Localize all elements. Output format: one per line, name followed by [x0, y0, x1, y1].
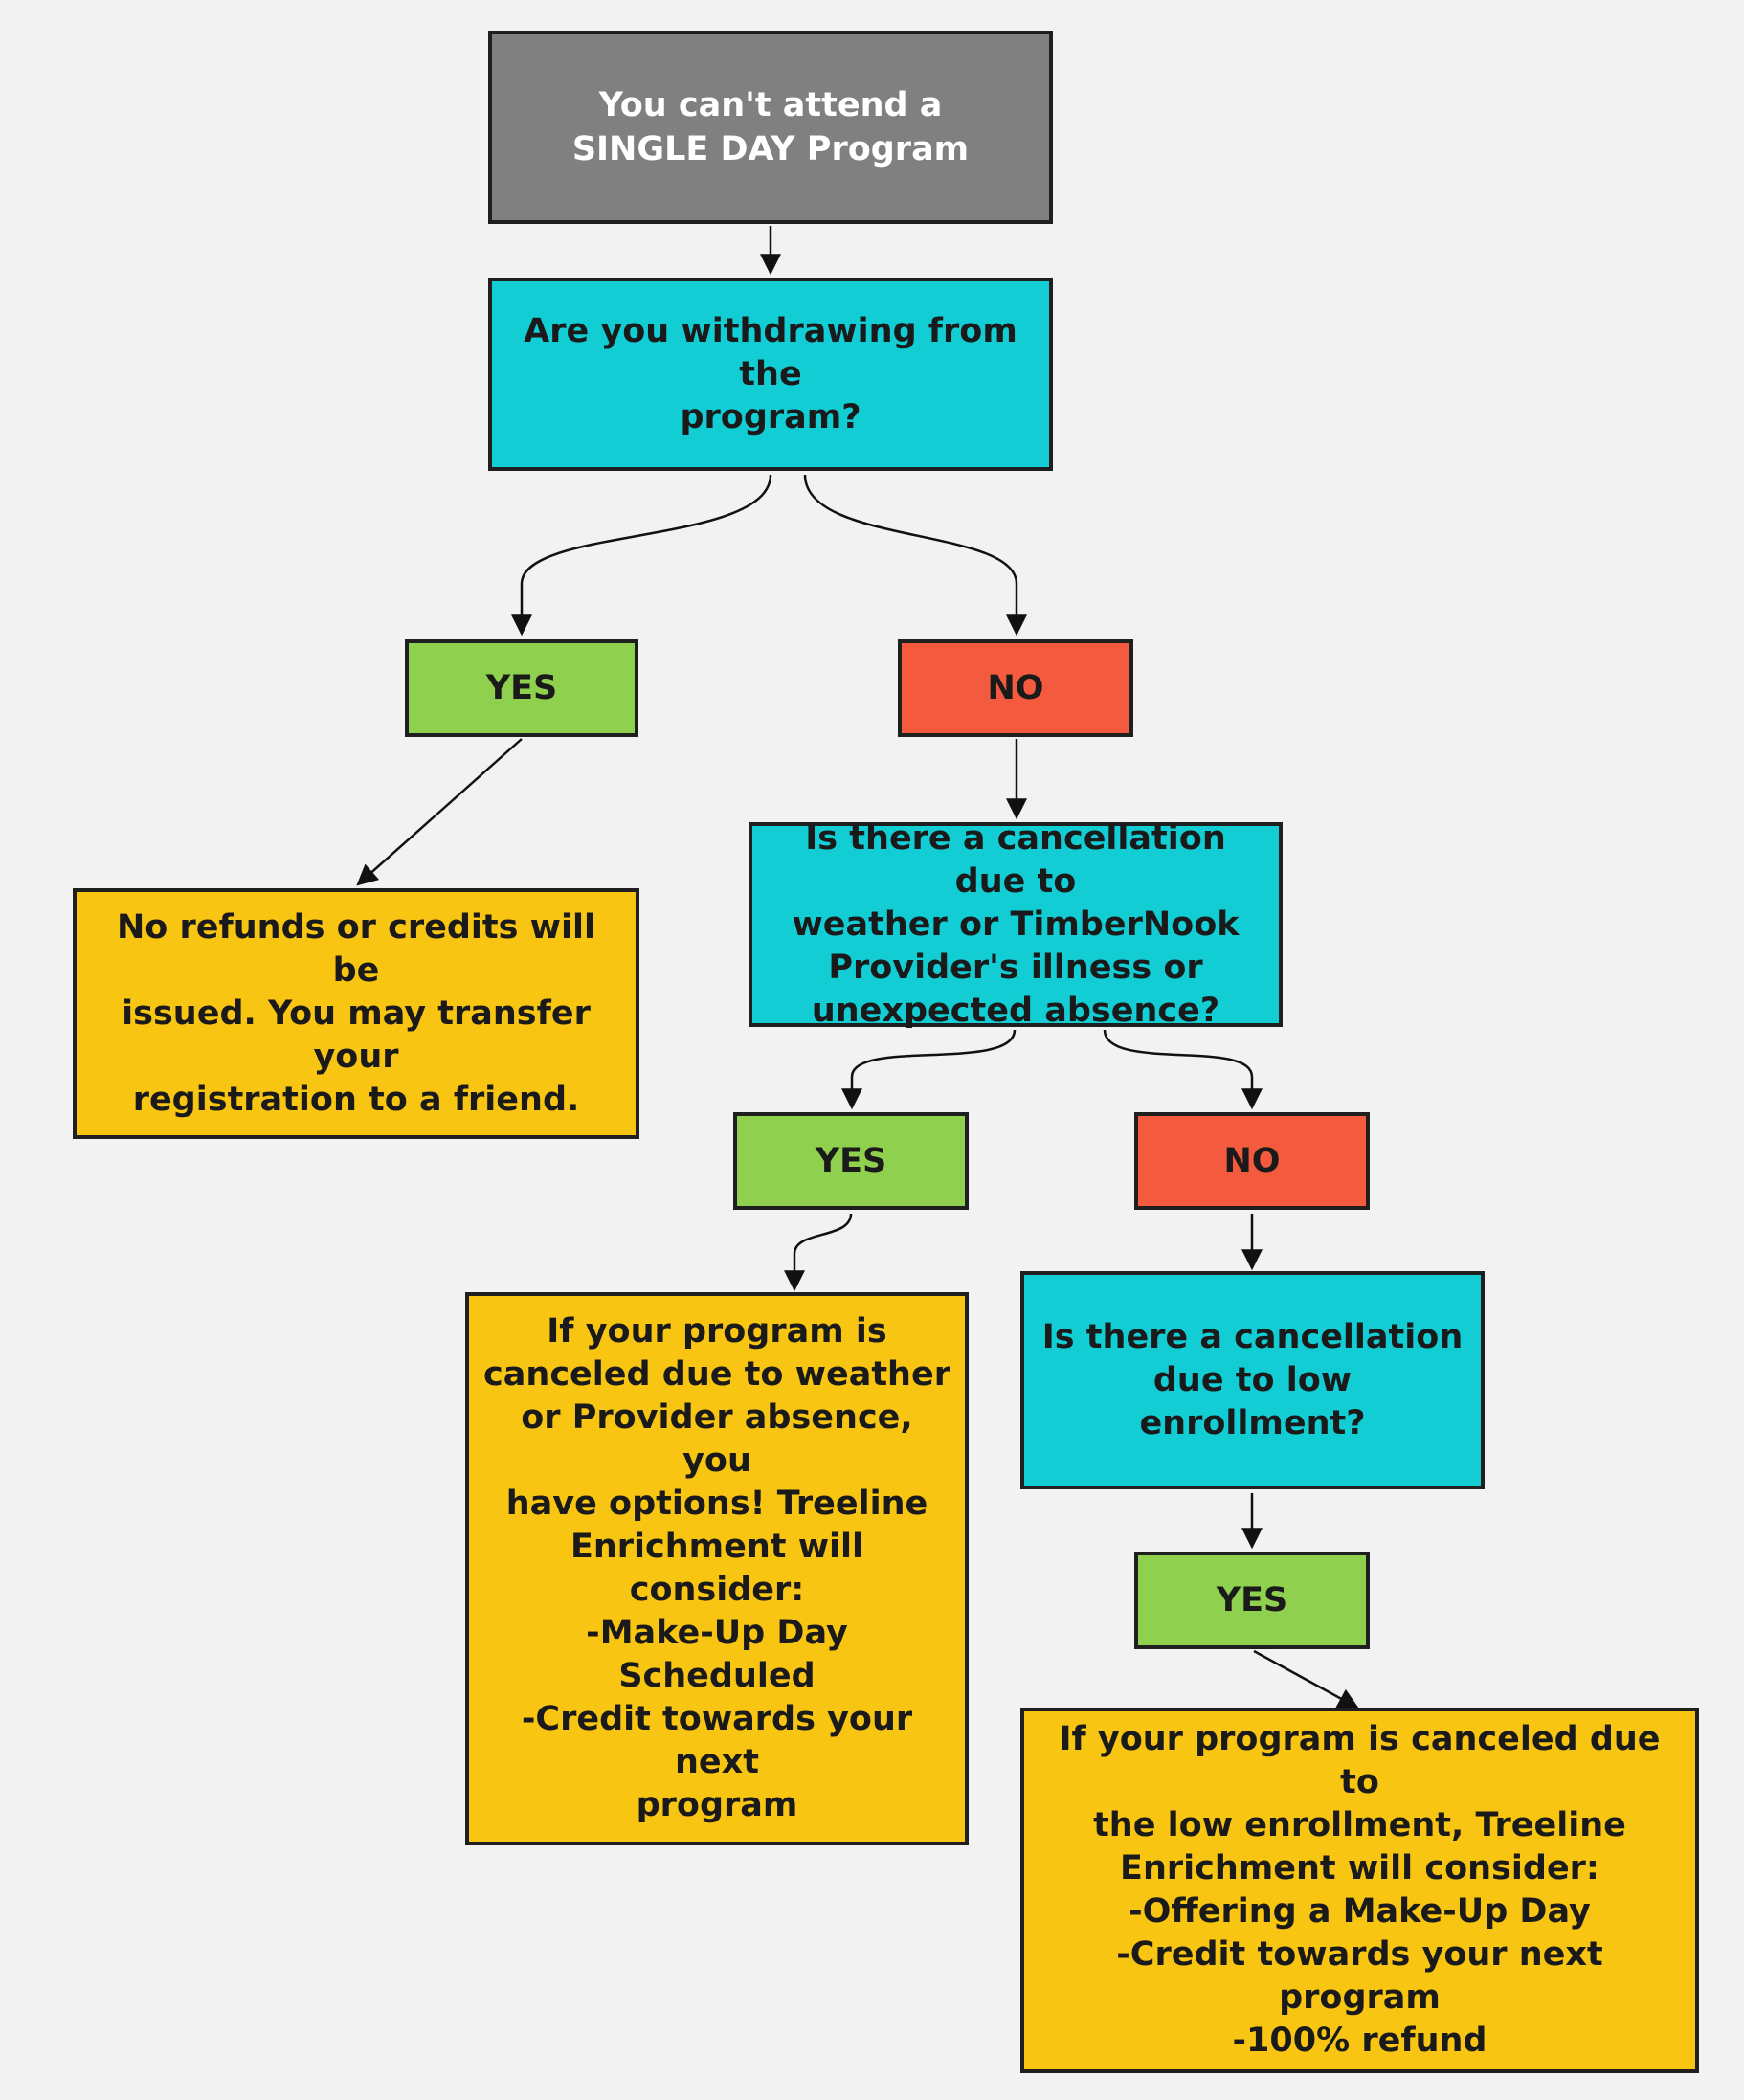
question-weather-cancellation: Is there a cancellation due to weather o…	[749, 819, 1283, 1030]
outcome-low-enrollment-text: If your program is canceled due to the l…	[1059, 1720, 1661, 2060]
question-withdrawing-text: Are you withdrawing from the program?	[524, 311, 1017, 436]
answer-yes-withdrawing-text: YES	[485, 669, 558, 707]
question-low-enrollment: Is there a cancellation due to low enrol…	[1020, 1271, 1485, 1489]
arrow-q2-to-yes	[841, 1029, 1017, 1110]
arrow-yes2-to-outcome2	[784, 1213, 853, 1292]
start-node: You can't attend a SINGLE DAY Program	[488, 31, 1053, 224]
answer-yes-low-enrollment-text: YES	[1216, 1581, 1288, 1620]
arrow-yes1-to-outcome1	[356, 738, 523, 886]
answer-yes-weather-text: YES	[815, 1142, 887, 1180]
outcome-weather-options-text: If your program is canceled due to weath…	[483, 1312, 950, 1824]
answer-no-weather-text: NO	[1223, 1142, 1281, 1180]
arrow-yes3-to-outcome3	[1253, 1649, 1359, 1709]
answer-yes-low-enrollment: YES	[1134, 1552, 1370, 1649]
question-weather-cancellation-text: Is there a cancellation due to weather o…	[792, 818, 1240, 1030]
arrow-q2-to-no	[1103, 1029, 1263, 1110]
outcome-low-enrollment: If your program is canceled due to the l…	[1020, 1708, 1699, 2073]
arrow-q1-to-no	[803, 474, 1027, 637]
outcome-no-refunds: No refunds or credits will be issued. Yo…	[73, 888, 639, 1139]
answer-no-withdrawing: NO	[898, 639, 1133, 737]
answer-no-withdrawing-text: NO	[987, 669, 1044, 707]
start-node-text: You can't attend a SINGLE DAY Program	[571, 86, 970, 168]
outcome-no-refunds-text: No refunds or credits will be issued. Yo…	[116, 907, 595, 1119]
arrow-q1-to-yes	[511, 474, 772, 637]
outcome-weather-options: If your program is canceled due to weath…	[465, 1292, 969, 1845]
question-withdrawing: Are you withdrawing from the program?	[488, 278, 1053, 471]
question-low-enrollment-text: Is there a cancellation due to low enrol…	[1041, 1317, 1464, 1442]
answer-yes-weather: YES	[733, 1112, 969, 1210]
answer-no-weather: NO	[1134, 1112, 1370, 1210]
answer-yes-withdrawing: YES	[405, 639, 638, 737]
